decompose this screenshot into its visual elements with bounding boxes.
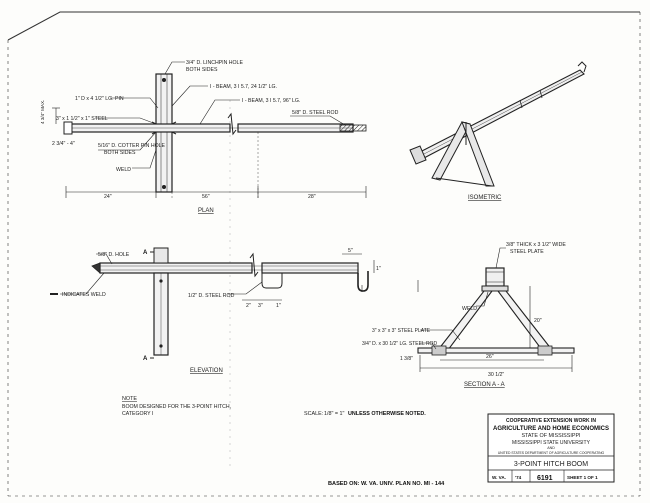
plan-vertical-beam	[155, 73, 173, 193]
isometric-title: ISOMETRIC	[468, 195, 502, 201]
break-symbol	[227, 112, 237, 136]
label-dim-1-right: 1"	[376, 266, 381, 272]
scale-note: UNLESS OTHERWISE NOTED.	[348, 411, 426, 417]
elev-boom-right	[261, 262, 359, 274]
plan-steel-rod-end	[339, 124, 367, 132]
label-both-sides-2: BOTH SIDES	[104, 150, 136, 156]
section-base-rod	[417, 347, 575, 354]
elev-pointed-end	[91, 262, 101, 274]
section-leg-left	[436, 290, 494, 351]
isometric-view: ISOMETRIC	[409, 61, 587, 201]
section-marker-top: A	[143, 250, 148, 256]
label-dim-24: 24"	[104, 194, 112, 200]
label-pin: 1" D x 4 1/2" LG. PIN	[75, 96, 124, 102]
label-steel-rod-plan: 5/8" D. STEEL ROD	[292, 110, 339, 116]
label-ibeam-short: I - BEAM, 3 I 5.7, 24 1/2" LG.	[210, 84, 277, 90]
label-dim-26: 26"	[486, 354, 494, 360]
label-both-sides-1: BOTH SIDES	[186, 67, 218, 73]
based-on-note: BASED ON: W. VA. UNIV. PLAN NO. MI - 144	[328, 481, 445, 487]
tb-line-5: AND	[547, 446, 555, 450]
tb-line-3: STATE OF MISSISSIPPI	[521, 433, 580, 439]
sheet-border	[7, 11, 641, 497]
label-dim-20: 20"	[534, 318, 542, 324]
label-max-dim: 4 3/4" MAX.	[40, 100, 45, 124]
elevation-view: A A 5/8" D. HOLE INDICATES WELD 1/2" D. …	[50, 247, 381, 374]
section-aa-view: 3/8" THICK x 3 1/2" WIDE STEEL PLATE WEL…	[362, 242, 575, 388]
label-ibeam-long: I - BEAM, 3 I 5.7, 96" LG.	[242, 98, 300, 104]
note-line-2: CATEGORY I	[122, 411, 153, 417]
label-dim-3: 3"	[258, 303, 263, 309]
label-rod-30: 3/4" D. x 30 1/2" LG. STEEL ROD	[362, 341, 437, 347]
tb-line-6: UNITED STATES DEPARTMENT OF AGRICULTURE …	[498, 451, 605, 455]
label-cotter-pin: 5/16" D. COTTER PIN HOLE	[98, 143, 166, 149]
elev-boom-left	[99, 262, 253, 274]
label-dim-5: 5"	[348, 248, 353, 254]
elev-hook-rod	[357, 271, 369, 292]
label-plate-thick: 3/8" THICK x 3 1/2" WIDE	[506, 242, 566, 248]
section-marker-bottom: A	[143, 356, 148, 362]
note-title: NOTE	[122, 396, 137, 402]
iso-leg-right	[461, 121, 495, 187]
label-linchpin-hole: 3/4" D. LINCHPIN HOLE	[186, 60, 243, 66]
iso-hook	[577, 61, 587, 73]
section-leg-right	[496, 290, 554, 351]
label-weld: WELD	[116, 167, 131, 173]
label-dim-30: 30 1/2"	[488, 372, 504, 378]
scale-value: 1/8" = 1"	[324, 411, 345, 417]
elev-rod-loop	[261, 273, 283, 289]
plan-title: PLAN	[198, 208, 214, 214]
tb-plan-number: 6191	[537, 475, 553, 482]
label-dim-56: 56"	[202, 194, 210, 200]
scale-label: SCALE:	[304, 411, 323, 417]
label-dim-2: 2"	[246, 303, 251, 309]
label-steel-plate: STEEL PLATE	[510, 249, 544, 255]
label-dim-1: 1"	[276, 303, 281, 309]
tb-title: 3-POINT HITCH BOOM	[514, 461, 588, 468]
tb-state: W. VA.	[492, 475, 506, 480]
label-dim-28: 28"	[308, 194, 316, 200]
label-steel-bar: 3" x 1 1/2" x 1" STEEL	[56, 116, 108, 122]
plan-view: 3/4" D. LINCHPIN HOLE BOTH SIDES 1" D x …	[40, 60, 367, 214]
section-beam-box	[485, 267, 505, 287]
section-title: SECTION A - A	[464, 382, 505, 388]
note-line-1: BOOM DESIGNED FOR THE 3-POINT HITCH,	[122, 404, 231, 410]
section-steel-plate	[481, 285, 509, 292]
linchpin-hole-top	[162, 78, 166, 82]
tb-line-2: AGRICULTURE AND HOME ECONOMICS	[493, 426, 609, 432]
label-hole: 5/8" D. HOLE	[98, 252, 130, 258]
label-weld-section: WELD	[462, 306, 477, 312]
tb-line-1: COOPERATIVE EXTENSION WORK IN	[506, 418, 596, 424]
title-block: COOPERATIVE EXTENSION WORK IN AGRICULTUR…	[487, 413, 615, 483]
tb-line-4: MISSISSIPPI STATE UNIVERSITY	[512, 440, 591, 446]
tb-sheet: SHEET 1 OF 1	[567, 475, 598, 480]
notes: NOTE BOOM DESIGNED FOR THE 3-POINT HITCH…	[122, 396, 445, 487]
label-steel-rod-elev: 1/2" D. STEEL ROD	[188, 293, 235, 299]
iso-boom	[419, 69, 585, 159]
label-indicates-weld: INDICATES WELD	[62, 292, 106, 298]
label-dim-left-small: 2 3/4" - 4"	[52, 141, 75, 147]
iso-base-rod	[435, 177, 493, 187]
elevation-title: ELEVATION	[190, 368, 223, 374]
tb-year: '74	[515, 475, 522, 480]
label-dim-1-3-8: 1 3/8"	[400, 356, 413, 362]
label-angle-plate: 3" x 3" x 3" STEEL PLATE	[372, 328, 431, 334]
linchpin-hole-bottom	[162, 185, 166, 189]
